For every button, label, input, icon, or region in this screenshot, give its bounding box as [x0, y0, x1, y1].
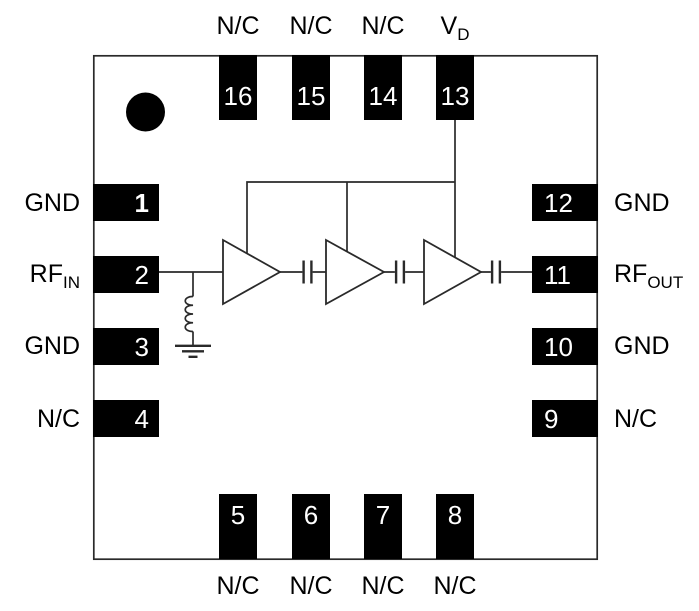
pin-14-function-label: N/C [361, 12, 405, 40]
pin-1-function-label: GND [24, 189, 80, 217]
pin-9-function-label: N/C [614, 405, 658, 433]
pin-6-pad: 6 [292, 494, 330, 559]
pin-12-pad: 12 [532, 184, 598, 221]
pin-2-pad: 2 [93, 256, 159, 293]
pin-7-number: 7 [375, 500, 391, 530]
pin-3-number: 3 [134, 331, 149, 362]
pin-6-number: 6 [303, 500, 319, 530]
pin-14-pad: 14 [364, 55, 402, 120]
coupling-capacitor-1 [302, 260, 313, 284]
pin-7-function-label: N/C [361, 572, 405, 600]
coupling-capacitor-2 [394, 260, 406, 284]
supply-rail [246, 181, 455, 256]
pin-13-number: 13 [440, 81, 470, 111]
pin-5-number: 5 [230, 500, 246, 530]
pin-11-number: 11 [544, 259, 571, 290]
pin-3-pad: 3 [93, 328, 159, 365]
pin-10-number: 10 [544, 331, 573, 362]
pin-5-pad: 5 [219, 494, 257, 559]
coupling-capacitor-3 [490, 260, 502, 284]
pin-12-function-label: GND [614, 189, 670, 217]
pin-11-pad: 11 [532, 256, 598, 293]
pin-8-pad: 8 [436, 494, 474, 559]
pin-2-number: 2 [134, 259, 149, 290]
pin-15-function-label: N/C [289, 12, 333, 40]
pin-4-pad: 4 [93, 400, 159, 437]
amplifier-stage-2 [325, 238, 386, 306]
amplifier-stage-1 [222, 238, 282, 306]
pin-11-function-label: RFOUT [614, 260, 684, 292]
pin-16-function-label: N/C [216, 12, 260, 40]
pin-4-function-label: N/C [36, 405, 80, 433]
pin-12-number: 12 [544, 187, 573, 218]
pin-10-pad: 10 [532, 328, 598, 365]
pin-16-pad: 16 [219, 55, 257, 120]
pin-3-function-label: GND [24, 332, 80, 360]
shunt-inductor-coil [184, 295, 194, 333]
pin-16-number: 16 [223, 81, 253, 111]
pin-1-number: 1 [134, 187, 149, 218]
pin-13-pad: 13 [436, 55, 474, 120]
pin-2-function-label: RFIN [29, 260, 80, 292]
pin-5-function-label: N/C [216, 572, 260, 600]
pin-4-number: 4 [134, 403, 149, 434]
pin-7-pad: 7 [364, 494, 402, 559]
pin1-indicator-dot [126, 92, 165, 132]
pin-9-pad: 9 [532, 400, 598, 437]
ground-symbol [175, 344, 211, 358]
pin-6-function-label: N/C [289, 572, 333, 600]
pin-15-pad: 15 [292, 55, 330, 120]
pin-15-number: 15 [296, 81, 326, 111]
pin-13-function-label: VD [440, 12, 470, 44]
amplifier-stage-3 [423, 238, 483, 306]
package-outline [92, 54, 599, 561]
pin-8-number: 8 [447, 500, 463, 530]
pin-9-number: 9 [544, 403, 559, 434]
pin-1-pad: 1 [93, 184, 159, 221]
pin-14-number: 14 [368, 81, 398, 111]
pin-8-function-label: N/C [433, 572, 477, 600]
pin-10-function-label: GND [614, 332, 670, 360]
